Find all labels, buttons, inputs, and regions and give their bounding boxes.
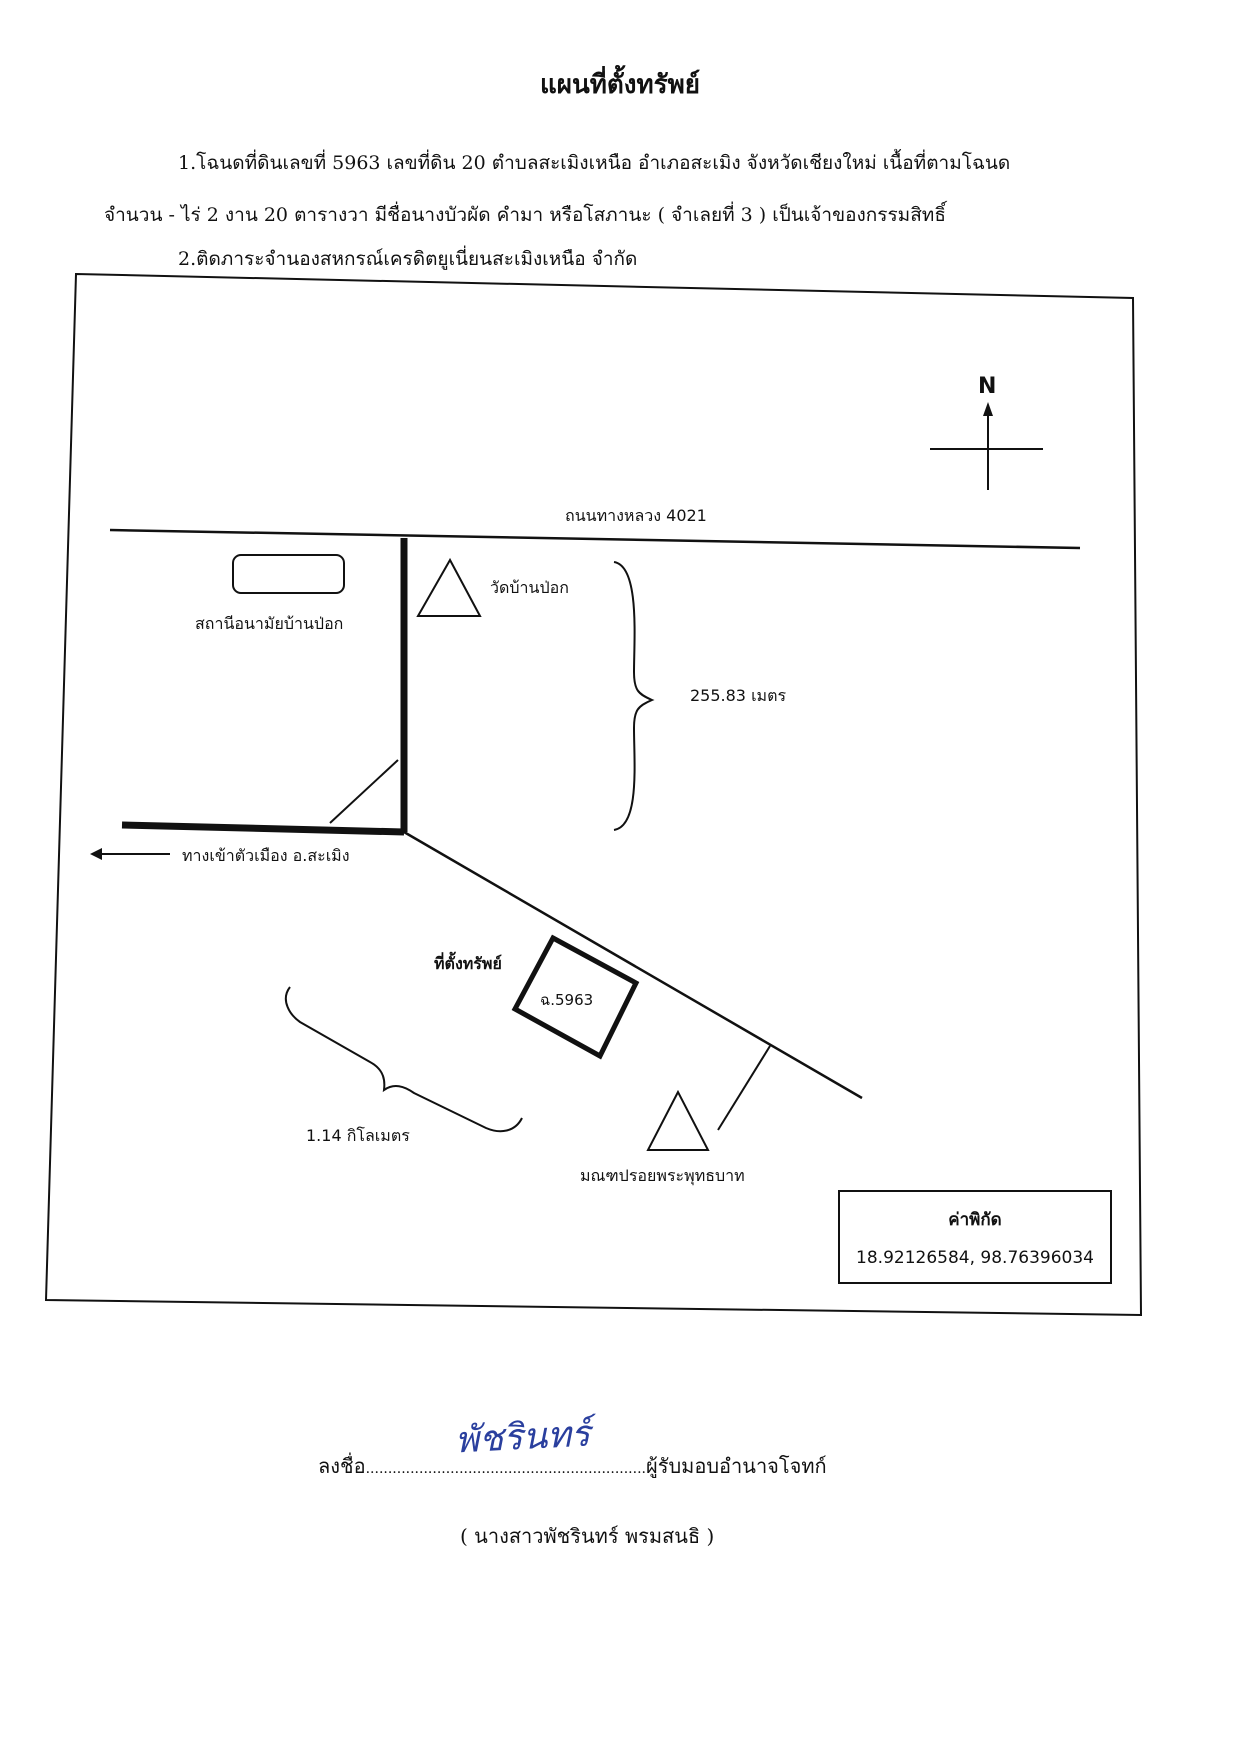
map-border [44, 272, 1143, 1317]
direction-arrow-icon [90, 848, 170, 860]
north-label: N [978, 374, 997, 399]
shrine-triangle-icon [646, 1089, 710, 1151]
mortgage-line: 2.ติดภาระจำนองสหกรณ์เครดิตยูเนี่ยนสะเมิง… [178, 248, 638, 270]
town-road-line [121, 821, 405, 836]
deed-detail-line-2: จำนวน - ไร่ 2 งาน 20 ตารางวา มีชื่อนางบั… [104, 204, 946, 226]
signer-name: ( นางสาวพัชรินทร์ พรมสนธิ ) [460, 1524, 715, 1548]
document-title: แผนที่ตั้งทรัพย์ [540, 70, 700, 100]
signer-role: ผู้รับมอบอำนาจโจทก์ [645, 1454, 827, 1478]
signature-line: ลงชื่อ..................................… [318, 1450, 827, 1482]
town-direction-label: ทางเข้าตัวเมือง อ.สะเมิง [182, 846, 350, 865]
health-station-icon [232, 554, 345, 594]
temple-label: วัดบ้านป่อก [490, 578, 569, 597]
health-station-label: สถานีอนามัยบ้านป่อก [195, 614, 344, 633]
parcel-number-label: ฉ.5963 [540, 991, 594, 1009]
coordinates-box: ค่าพิกัด 18.92126584, 98.76396034 [838, 1190, 1112, 1284]
coordinates-value: 18.92126584, 98.76396034 [856, 1248, 1094, 1268]
distance-diagonal-label: 1.14 กิโลเมตร [306, 1126, 410, 1145]
parcel-5963-outline [511, 934, 640, 1060]
coordinates-title: ค่าพิกัด [948, 1210, 1002, 1230]
highway-label: ถนนทางหลวง 4021 [565, 506, 707, 525]
signature-dots: ........................................… [365, 1461, 646, 1477]
property-location-label: ที่ตั้งทรัพย์ [434, 954, 502, 973]
shrine-branch-line [717, 1045, 771, 1131]
footprint-shrine-label: มณฑปรอยพระพุทธบาท [580, 1166, 745, 1185]
north-arrow-icon [930, 402, 1043, 490]
sign-prefix: ลงชื่อ [318, 1454, 366, 1478]
distance-vertical-label: 255.83 เมตร [690, 686, 787, 705]
distance-brace-diagonal [284, 986, 523, 1133]
temple-triangle-icon [416, 557, 482, 617]
junction-triangle [329, 759, 399, 824]
distance-brace-vertical [613, 561, 655, 831]
diagonal-road-line [403, 830, 863, 1100]
highway-4021-line [109, 528, 1081, 550]
deed-detail-line-1: 1.โฉนดที่ดินเลขที่ 5963 เลขที่ดิน 20 ตำบ… [178, 152, 1011, 174]
